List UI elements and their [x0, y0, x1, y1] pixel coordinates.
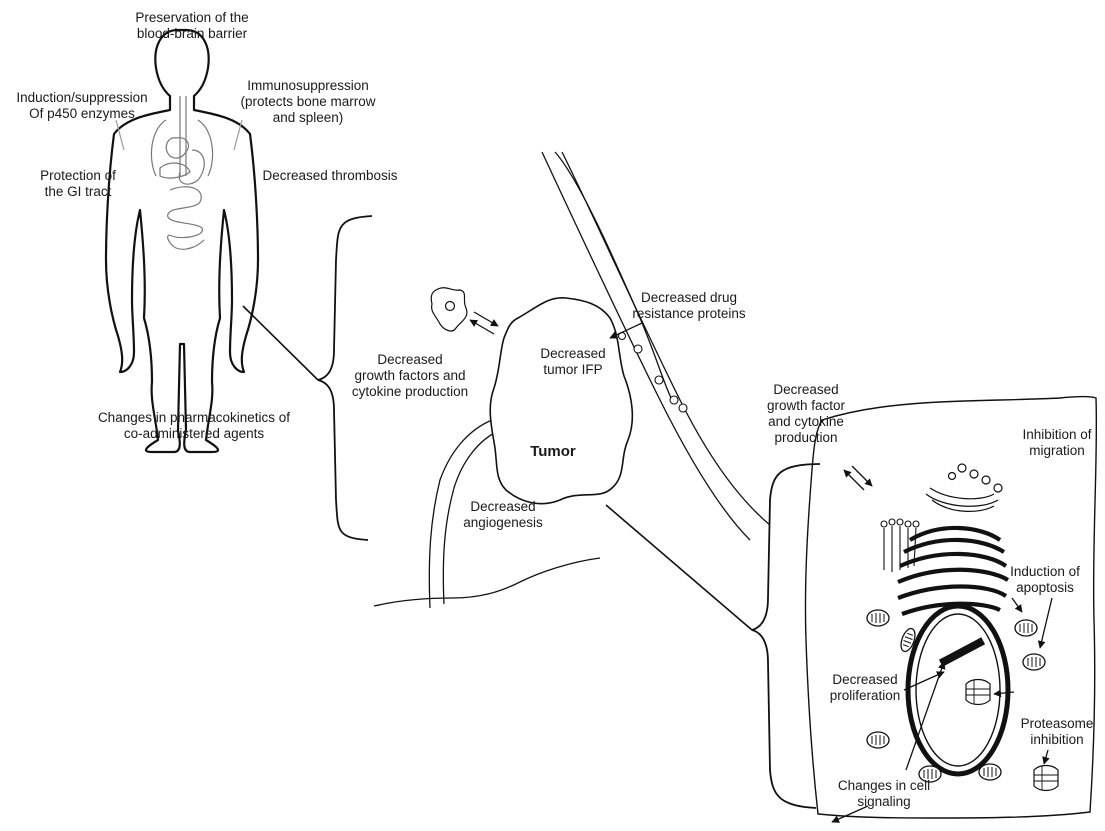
- exchange-arrows-tumor: [470, 312, 498, 334]
- label-proteasome: Proteasome inhibition: [1012, 716, 1102, 748]
- label-angiogenesis: Decreased angiogenesis: [448, 499, 558, 531]
- label-blood-brain-barrier: Preservation of the blood-brain barrier: [122, 10, 262, 42]
- dna-strand: [939, 637, 985, 667]
- label-apoptosis: Induction of apoptosis: [1000, 564, 1090, 596]
- golgi-apparatus: [926, 464, 1002, 511]
- label-cell-signaling: Changes in cell signaling: [828, 778, 940, 810]
- label-thrombosis: Decreased thrombosis: [250, 168, 410, 184]
- label-tumor-ifp: Decreased tumor IFP: [526, 346, 620, 378]
- microtubules: [881, 519, 919, 572]
- label-p450-enzymes: Induction/suppression Of p450 enzymes: [4, 90, 160, 122]
- label-gi-tract: Protection of the GI tract: [28, 168, 128, 200]
- endoplasmic-reticulum: [898, 528, 1008, 614]
- label-tumor: Tumor: [518, 444, 588, 460]
- connector-body-to-tumor: [243, 306, 318, 380]
- label-drug-resistance: Decreased drug resistance proteins: [624, 290, 754, 322]
- label-migration: Inhibition of migration: [1014, 427, 1100, 459]
- nucleus: [908, 606, 1008, 774]
- label-immunosuppression: Immunosuppression (protects bone marrow …: [228, 78, 388, 126]
- immune-cell: [431, 288, 467, 331]
- connector-tumor-to-cell: [606, 505, 752, 630]
- label-growth-factors: Decreased growth factors and cytokine pr…: [342, 352, 478, 400]
- label-pharmacokinetics: Changes in pharmacokinetics of co-admini…: [76, 410, 312, 442]
- label-proliferation: Decreased proliferation: [820, 672, 910, 704]
- label-cell-growth-factor: Decreased growth factor and cytokine pro…: [756, 382, 856, 446]
- brace-right: [752, 464, 820, 808]
- tumor-mass: [490, 298, 632, 504]
- exchange-arrows-cell: [844, 466, 872, 490]
